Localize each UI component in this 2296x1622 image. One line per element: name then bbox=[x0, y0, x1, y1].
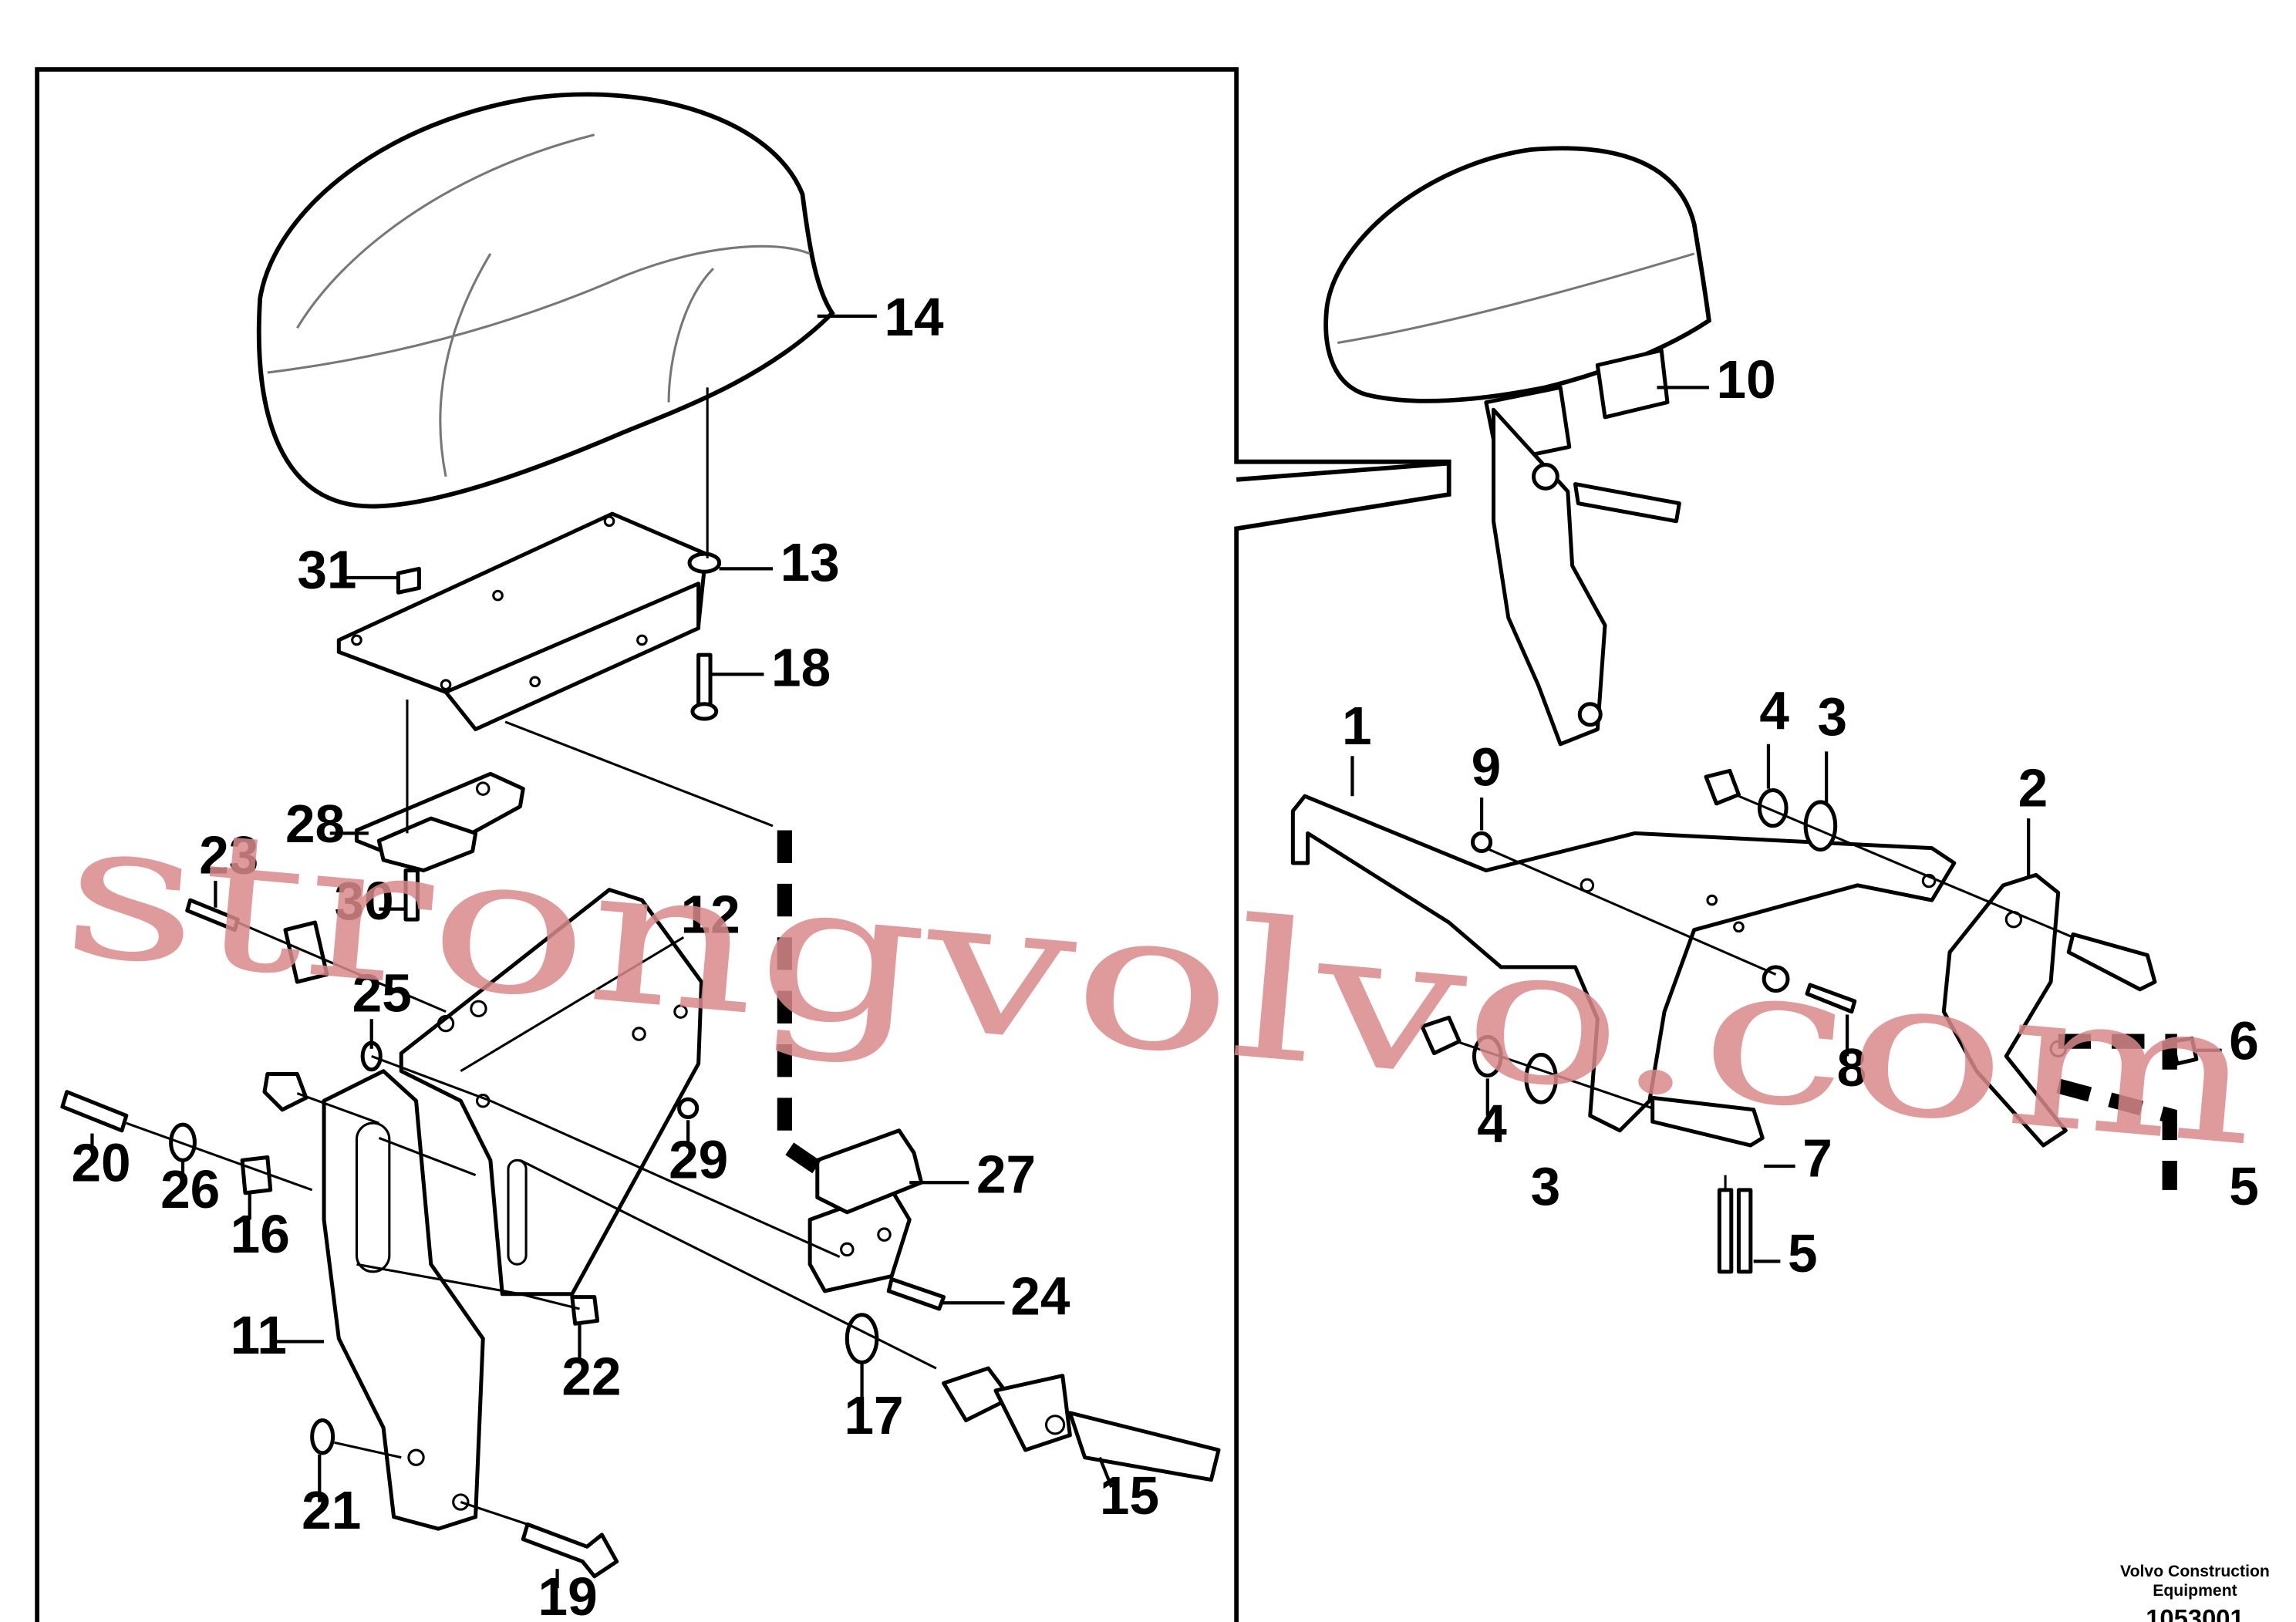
callout-28: 28 bbox=[285, 794, 345, 854]
callout-29: 29 bbox=[669, 1129, 728, 1189]
callout-labels-assembly: 10 1 9 4 3 2 8 6 4 3 7 5 5 bbox=[1342, 349, 2259, 1283]
callout-13: 13 bbox=[781, 532, 840, 592]
callout-10: 10 bbox=[1717, 349, 1776, 410]
callout-20: 20 bbox=[71, 1132, 130, 1192]
callout-17: 17 bbox=[844, 1385, 903, 1445]
callout-5: 5 bbox=[1788, 1223, 1818, 1283]
dashed-link-detail bbox=[777, 830, 822, 1174]
callout-15: 15 bbox=[1100, 1465, 1159, 1526]
leader-lines-assembly bbox=[1350, 386, 2222, 1263]
headrest-cushion bbox=[256, 92, 835, 509]
company-name-line1: Volvo Construction bbox=[2120, 1563, 2270, 1580]
dashed-link-assembly-lower bbox=[2056, 1078, 2177, 1190]
callout-6: 6 bbox=[2229, 1010, 2259, 1071]
callout-3-bottom: 3 bbox=[1531, 1156, 1561, 1216]
axis-lines-assembly bbox=[1455, 794, 2074, 1190]
callout-11: 11 bbox=[231, 1305, 287, 1365]
callout-12: 12 bbox=[681, 885, 740, 945]
footer-block: Volvo Construction Equipment 1053001 bbox=[2120, 1563, 2270, 1622]
base-bracket-1 bbox=[1290, 794, 1957, 1133]
dashed-link-assembly-upper bbox=[2058, 1034, 2177, 1071]
callout-2: 2 bbox=[2018, 758, 2048, 818]
callout-7: 7 bbox=[1802, 1128, 1832, 1189]
callout-1: 1 bbox=[1342, 696, 1372, 756]
callout-26: 26 bbox=[160, 1159, 220, 1219]
lock-bracket bbox=[354, 771, 525, 873]
callout-labels-detail: 14 13 31 18 28 23 30 12 25 29 20 26 16 2… bbox=[71, 287, 1159, 1622]
callout-5-right: 5 bbox=[2229, 1156, 2259, 1216]
leader-lines-detail bbox=[90, 314, 1114, 1589]
callout-8: 8 bbox=[1837, 1037, 1867, 1098]
headrest-assembly bbox=[1323, 146, 1711, 747]
callout-4-top: 4 bbox=[1759, 681, 1789, 741]
callout-19: 19 bbox=[538, 1566, 598, 1622]
callout-31: 31 bbox=[297, 539, 356, 599]
detail-frame bbox=[35, 67, 1451, 1622]
slotted-bracket bbox=[322, 1069, 485, 1531]
callout-16: 16 bbox=[231, 1204, 290, 1264]
callout-23: 23 bbox=[199, 824, 258, 885]
mounting-plate bbox=[336, 511, 708, 732]
drawing-number: 1053001 bbox=[2146, 1603, 2244, 1622]
callout-24: 24 bbox=[1010, 1266, 1070, 1327]
callout-27: 27 bbox=[976, 1145, 1036, 1205]
callout-25: 25 bbox=[352, 963, 412, 1023]
axis-lines-detail bbox=[126, 387, 937, 1526]
callout-22: 22 bbox=[561, 1347, 621, 1407]
company-name-line2: Equipment bbox=[2153, 1582, 2237, 1600]
callout-30: 30 bbox=[335, 871, 394, 931]
hinge-plate bbox=[807, 1128, 924, 1293]
callout-9: 9 bbox=[1472, 737, 1502, 798]
callout-21: 21 bbox=[302, 1480, 361, 1540]
callout-14: 14 bbox=[884, 287, 944, 347]
adjust-lever bbox=[942, 1366, 1221, 1482]
fasteners-assembly bbox=[1420, 768, 2199, 1274]
callout-4-bottom: 4 bbox=[1477, 1094, 1507, 1154]
callout-18: 18 bbox=[771, 638, 831, 698]
bracket-12 bbox=[399, 888, 703, 1297]
detail-callout-wedge bbox=[1236, 460, 1449, 482]
callout-3-top: 3 bbox=[1818, 686, 1848, 747]
washer-17 bbox=[845, 1313, 879, 1364]
